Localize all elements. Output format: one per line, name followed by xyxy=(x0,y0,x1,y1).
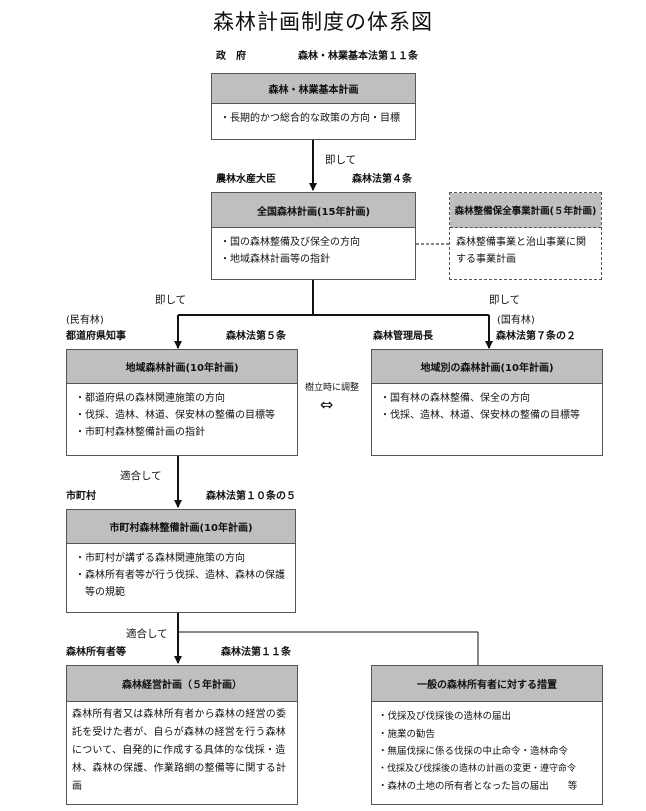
list-item: ・長期的かつ総合的な政策の方向・目標 xyxy=(220,113,400,124)
coordinate-label: 樹立時に調整 xyxy=(305,383,360,393)
box-title: 森林・林業基本計画 xyxy=(212,74,415,104)
minyuurin-label: (民有林) xyxy=(66,315,104,326)
list-item: ・伐採及び伐採後の造林の届出 xyxy=(378,711,512,722)
double-arrow-icon: ⇔ xyxy=(320,395,334,414)
management-plan-box: 森林経営計画（５年計画） 森林所有者又は森林所有者から森林の経営の委託を受けた者… xyxy=(66,665,298,805)
list-item: ・無届伐採に係る伐採の中止命令・造林命令 xyxy=(378,746,569,757)
list-item: ・伐採、造林、林道、保安林の整備の目標等 xyxy=(380,410,580,421)
law-label: 森林法第４条 xyxy=(352,174,412,185)
list-item: ・国の森林整備及び保全の方向 xyxy=(220,237,360,248)
list-item: ・市町村が講ずる森林関連施策の方向 xyxy=(75,553,245,564)
box-text: 森林所有者又は森林所有者から森林の経営の委託を受けた者が、自らが森林の経営を行う… xyxy=(72,709,287,792)
list-item: ・森林の土地の所有者となった旨の届出 等 xyxy=(378,781,578,792)
regional-plan-box: 地域森林計画(10年計画) ・都道府県の森林関連施策の方向 ・伐採、造林、林道、… xyxy=(66,349,298,456)
govt-label: 政 府 xyxy=(216,51,246,62)
box-items: ・伐採及び伐採後の造林の届出 ・施業の勧告 ・無届伐採に係る伐採の中止命令・造林… xyxy=(372,702,602,802)
box-text: 森林整備事業と治山事業に関する事業計画 xyxy=(456,237,586,265)
minister-label: 農林水産大臣 xyxy=(216,174,276,185)
list-item: ・国有林の森林整備、保全の方向 xyxy=(380,393,530,404)
connector-label: 即して xyxy=(325,154,357,166)
area-plan-box: 地域別の森林計画(10年計画) ・国有林の森林整備、保全の方向 ・伐採、造林、林… xyxy=(371,349,603,456)
box-title: 地域森林計画(10年計画) xyxy=(67,350,297,384)
box-items: ・市町村が講ずる森林関連施策の方向 ・森林所有者等が行う伐採、造林、森林の保護 … xyxy=(67,544,295,607)
law-label: 森林法第１０条の５ xyxy=(206,491,296,502)
box-items: ・長期的かつ総合的な政策の方向・目標 xyxy=(212,104,415,133)
municipal-plan-box: 市町村森林整備計画(10年計画) ・市町村が講ずる森林関連施策の方向 ・森林所有… xyxy=(66,509,296,613)
box-title: 森林整備保全事業計画(５年計画) xyxy=(450,193,601,228)
connector-label: 適合して xyxy=(120,470,162,482)
box-items: ・国の森林整備及び保全の方向 ・地域森林計画等の指針 xyxy=(212,228,415,274)
list-item: ・伐採及び伐採後の造林の計画の変更・遵守命令 xyxy=(378,763,577,774)
kokuyuurin-label: (国有林) xyxy=(497,315,535,326)
prefecture-label: 都道府県知事 xyxy=(66,331,126,342)
box-title: 全国森林計画(15年計画) xyxy=(212,193,415,228)
municipality-label: 市町村 xyxy=(66,491,96,502)
box-title: 森林経営計画（５年計画） xyxy=(67,666,297,702)
branch-line xyxy=(178,280,489,316)
page-title: 森林計画制度の体系図 xyxy=(213,10,433,34)
kihon-plan-box: 森林・林業基本計画 ・長期的かつ総合的な政策の方向・目標 xyxy=(211,73,416,140)
connector-label: 即して xyxy=(155,294,187,306)
list-item: ・伐採、造林、林道、保安林の整備の目標等 xyxy=(75,410,275,421)
list-item: ・都道府県の森林関連施策の方向 xyxy=(75,393,225,404)
box-items: ・都道府県の森林関連施策の方向 ・伐採、造林、林道、保安林の整備の目標等 ・市町… xyxy=(67,384,297,447)
box-title: 地域別の森林計画(10年計画) xyxy=(372,350,602,384)
general-measures-box: 一般の森林所有者に対する措置 ・伐採及び伐採後の造林の届出 ・施業の勧告 ・無届… xyxy=(371,665,603,805)
list-item: ・森林所有者等が行う伐採、造林、森林の保護 xyxy=(75,570,285,581)
list-item: ・市町村森林整備計画の指針 xyxy=(75,427,205,438)
list-item: ・施業の勧告 xyxy=(378,728,436,740)
national-plan-box: 全国森林計画(15年計画) ・国の森林整備及び保全の方向 ・地域森林計画等の指針 xyxy=(211,192,416,280)
law-label: 森林法第７条の２ xyxy=(496,331,576,342)
box-title: 市町村森林整備計画(10年計画) xyxy=(67,510,295,544)
connector-label: 適合して xyxy=(126,628,168,640)
law-label: 森林法第５条 xyxy=(226,331,286,342)
maintenance-plan-box: 森林整備保全事業計画(５年計画) 森林整備事業と治山事業に関する事業計画 xyxy=(449,192,602,280)
connector-label: 即して xyxy=(489,294,521,306)
list-item: 等の規範 xyxy=(75,587,125,598)
law-label: 森林法第１１条 xyxy=(221,647,291,658)
owners-label: 森林所有者等 xyxy=(66,647,126,658)
law-label: 森林・林業基本法第１１条 xyxy=(298,51,418,62)
box-items: ・国有林の森林整備、保全の方向 ・伐採、造林、林道、保安林の整備の目標等 xyxy=(372,384,602,430)
list-item: ・地域森林計画等の指針 xyxy=(220,254,330,265)
box-title: 一般の森林所有者に対する措置 xyxy=(372,666,602,702)
bureau-label: 森林管理局長 xyxy=(373,331,433,342)
